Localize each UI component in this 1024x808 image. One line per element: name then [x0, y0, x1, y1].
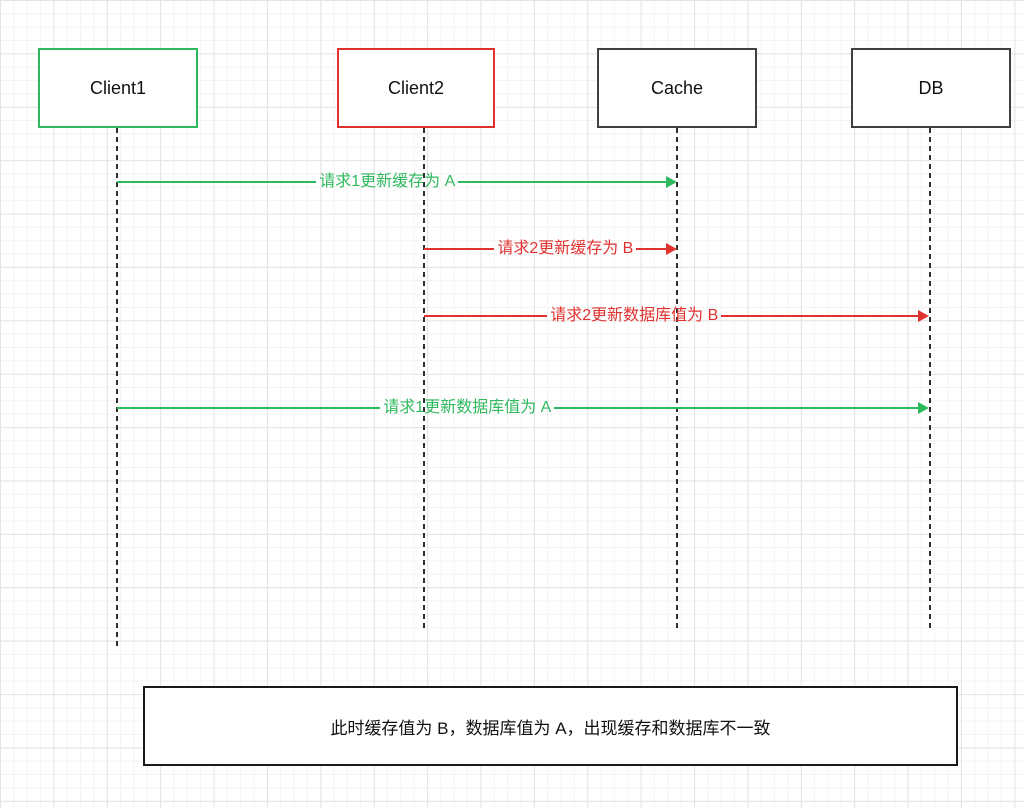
- lifeline-client1: [116, 128, 118, 650]
- message-label-4: 请求1更新数据库值为 A: [383, 399, 552, 416]
- arrow-line: [117, 181, 317, 183]
- message-arrow-4: 请求1更新数据库值为 A: [117, 397, 929, 419]
- arrow-line: [554, 407, 920, 409]
- message-arrow-2: 请求2更新缓存为 B: [424, 238, 677, 260]
- actor-box-cache: Cache: [597, 48, 757, 128]
- arrowhead-right-icon: [666, 176, 677, 188]
- arrow-line: [424, 315, 548, 317]
- message-label-2: 请求2更新缓存为 B: [497, 240, 634, 257]
- arrowhead-right-icon: [666, 243, 677, 255]
- arrow-line: [117, 407, 381, 409]
- arrow-line: [636, 248, 668, 250]
- actor-label: DB: [918, 77, 944, 98]
- lifeline-cache: [676, 128, 678, 630]
- arrowhead-right-icon: [918, 310, 929, 322]
- actor-label: Cache: [650, 77, 704, 98]
- message-label-3: 请求2更新数据库值为 B: [550, 307, 719, 324]
- actor-box-db: DB: [851, 48, 1011, 128]
- actor-box-client1: Client1: [38, 48, 198, 128]
- message-label-1: 请求1更新缓存为 A: [319, 173, 456, 190]
- arrow-line: [721, 315, 920, 317]
- actor-label: Client2: [387, 77, 445, 98]
- actor-label: Client1: [89, 77, 147, 98]
- arrow-line: [458, 181, 668, 183]
- note-box: 此时缓存值为 B，数据库值为 A，出现缓存和数据库不一致: [143, 686, 958, 766]
- message-arrow-1: 请求1更新缓存为 A: [117, 171, 677, 193]
- note-text: 此时缓存值为 B，数据库值为 A，出现缓存和数据库不一致: [330, 718, 771, 738]
- message-arrow-3: 请求2更新数据库值为 B: [424, 305, 929, 327]
- lifeline-client2: [423, 128, 425, 632]
- arrow-line: [424, 248, 495, 250]
- arrowhead-right-icon: [918, 402, 929, 414]
- actor-box-client2: Client2: [337, 48, 495, 128]
- lifeline-db: [929, 128, 931, 632]
